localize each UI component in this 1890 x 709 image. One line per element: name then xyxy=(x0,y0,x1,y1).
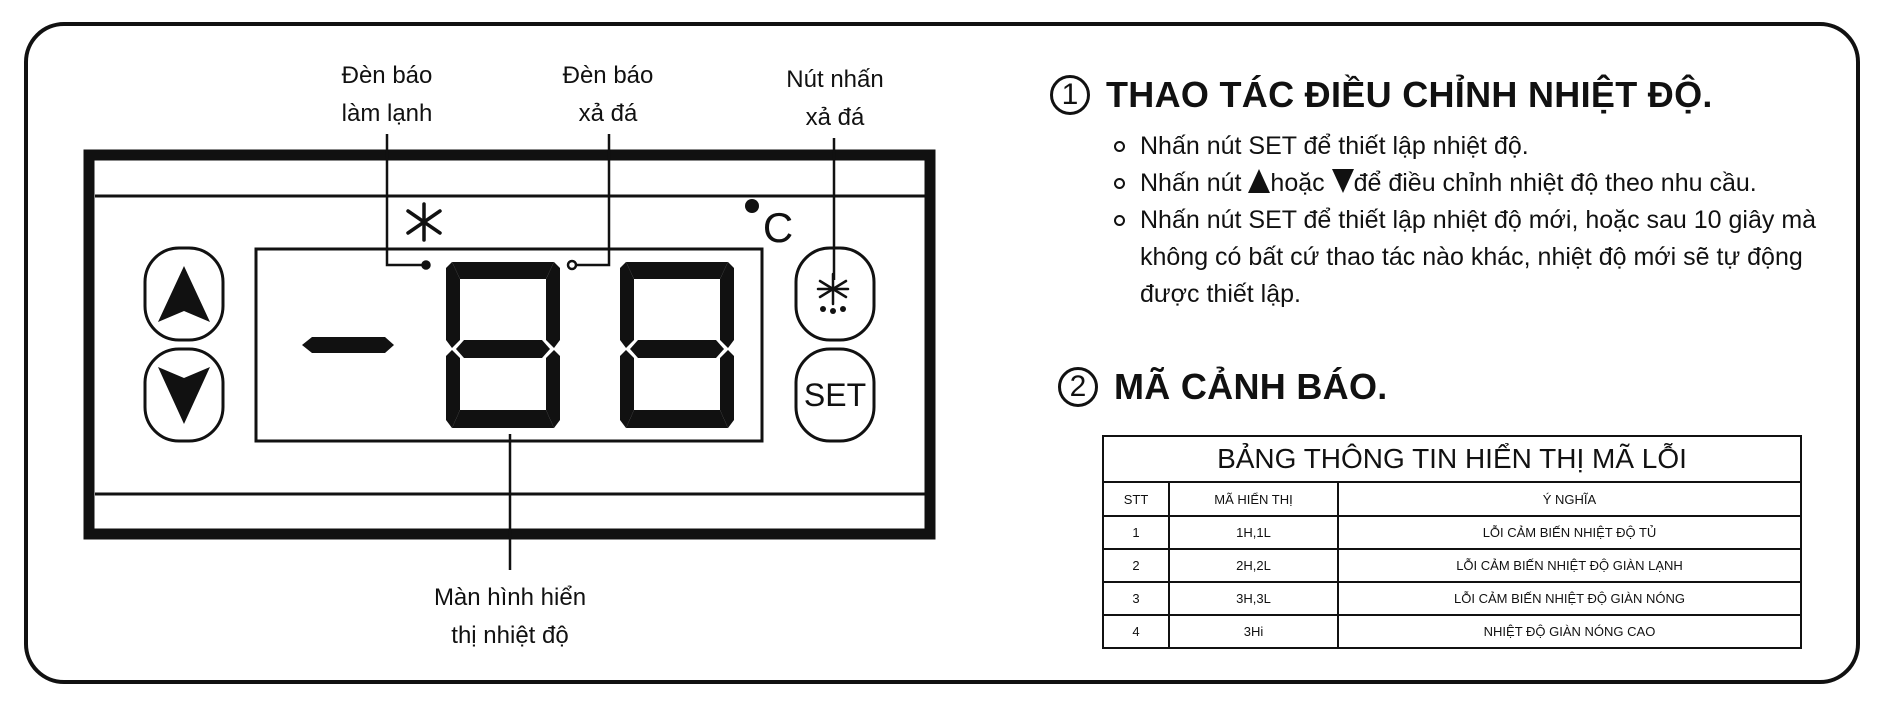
arrow-down-icon xyxy=(1331,169,1354,193)
error-code-table: BẢNG THÔNG TIN HIỂN THỊ MÃ LỖI STT MÃ HI… xyxy=(1102,435,1802,649)
arrow-up-icon xyxy=(158,266,210,322)
table-cell-meaning: LỖI CẢM BIẾN NHIỆT ĐỘ GIÀN NÓNG xyxy=(1337,581,1802,616)
defrost-light-label-line1: Đèn báo xyxy=(562,62,654,89)
defrost-light-label-line2: xả đá xyxy=(578,100,638,127)
table-cell-meaning: LỖI CẢM BIẾN NHIỆT ĐỘ GIÀN LẠNH xyxy=(1337,548,1802,583)
display-minus-segment xyxy=(302,337,394,353)
step3-text: Nhấn nút SET để thiết lập nhiệt độ mới, … xyxy=(1140,206,1817,308)
table-row: 3 3H,3L LỖI CẢM BIẾN NHIỆT ĐỘ GIÀN NÓNG xyxy=(1102,581,1802,616)
table-header-stt: STT xyxy=(1102,481,1170,517)
table-cell-code: 1H,1L xyxy=(1168,515,1339,550)
cooling-light-label-line1: Đèn báo xyxy=(341,62,433,89)
display-digit-8-right xyxy=(620,262,734,428)
display-screen-label: Màn hình hiển thị nhiệt độ xyxy=(400,579,620,655)
step-item-2: Nhấn nút hoặc để điều chỉnh nhiệt độ the… xyxy=(1108,165,1838,202)
section2-number: 2 xyxy=(1058,367,1098,407)
controller-diagram: C SET xyxy=(83,134,936,570)
table-row: 2 2H,2L LỖI CẢM BIẾN NHIỆT ĐỘ GIÀN LẠNH xyxy=(1102,548,1802,583)
table-cell-stt: 2 xyxy=(1102,548,1170,583)
adjust-steps-list: Nhấn nút SET để thiết lập nhiệt độ. Nhấn… xyxy=(1108,128,1838,313)
table-row: 1 1H,1L LỖI CẢM BIẾN NHIỆT ĐỘ TỦ xyxy=(1102,515,1802,550)
table-cell-stt: 4 xyxy=(1102,614,1170,649)
defrost-button-label: Nút nhấn xả đá xyxy=(754,61,916,137)
table-header-code: MÃ HIỂN THỊ xyxy=(1168,481,1339,517)
defrost-button-label-line1: Nút nhấn xyxy=(786,66,884,93)
table-cell-meaning: LỖI CẢM BIẾN NHIỆT ĐỘ TỦ xyxy=(1337,515,1802,550)
table-cell-stt: 3 xyxy=(1102,581,1170,616)
table-cell-stt: 1 xyxy=(1102,515,1170,550)
cooling-light-label: Đèn báo làm lạnh xyxy=(306,57,468,133)
defrost-light-label: Đèn báo xả đá xyxy=(528,57,688,133)
defrost-icon xyxy=(816,272,850,314)
temperature-unit: C xyxy=(763,204,793,251)
table-caption: BẢNG THÔNG TIN HIỂN THỊ MÃ LỖI xyxy=(1102,435,1802,483)
display-screen-label-line2: thị nhiệt độ xyxy=(451,622,569,649)
snowflake-icon xyxy=(406,202,442,242)
step-item-1: Nhấn nút SET để thiết lập nhiệt độ. xyxy=(1108,128,1838,165)
arrow-up-icon xyxy=(1248,169,1271,193)
section1-number: 1 xyxy=(1050,75,1090,115)
table-header-meaning: Ý NGHĨA xyxy=(1337,481,1802,517)
section2-heading: 2 MÃ CẢNH BÁO. xyxy=(1058,366,1388,408)
table-cell-meaning: NHIỆT ĐỘ GIÀN NÓNG CAO xyxy=(1337,614,1802,649)
table-cell-code: 3Hi xyxy=(1168,614,1339,649)
outer-frame xyxy=(24,22,1860,684)
display-digit-8-left xyxy=(446,262,560,428)
defrost-button-label-line2: xả đá xyxy=(805,104,865,131)
table-row: 4 3Hi NHIỆT ĐỘ GIÀN NÓNG CAO xyxy=(1102,614,1802,649)
display-screen-label-line1: Màn hình hiển xyxy=(433,584,587,611)
step2-text-post: để điều chỉnh nhiệt độ theo nhu cầu. xyxy=(1353,169,1757,197)
arrow-down-icon xyxy=(158,367,210,424)
degree-dot-icon xyxy=(745,199,759,213)
step1-text: Nhấn nút SET để thiết lập nhiệt độ. xyxy=(1140,132,1529,160)
leader-lines xyxy=(385,134,836,570)
cooling-light-label-line2: làm lạnh xyxy=(341,100,433,127)
set-button[interactable]: SET xyxy=(794,347,876,443)
table-cell-code: 3H,3L xyxy=(1168,581,1339,616)
section1-title: THAO TÁC ĐIỀU CHỈNH NHIỆT ĐỘ. xyxy=(1106,74,1713,115)
down-button[interactable] xyxy=(143,347,225,443)
step2-text-mid: hoặc xyxy=(1270,169,1325,197)
section1-heading: 1 THAO TÁC ĐIỀU CHỈNH NHIỆT ĐỘ. xyxy=(1050,74,1713,116)
step-item-3: Nhấn nút SET để thiết lập nhiệt độ mới, … xyxy=(1108,202,1838,313)
set-button-label: SET xyxy=(804,377,866,413)
step2-text-pre: Nhấn nút xyxy=(1140,169,1242,197)
table-cell-code: 2H,2L xyxy=(1168,548,1339,583)
section2-title: MÃ CẢNH BÁO. xyxy=(1114,366,1388,407)
up-button[interactable] xyxy=(143,246,225,342)
